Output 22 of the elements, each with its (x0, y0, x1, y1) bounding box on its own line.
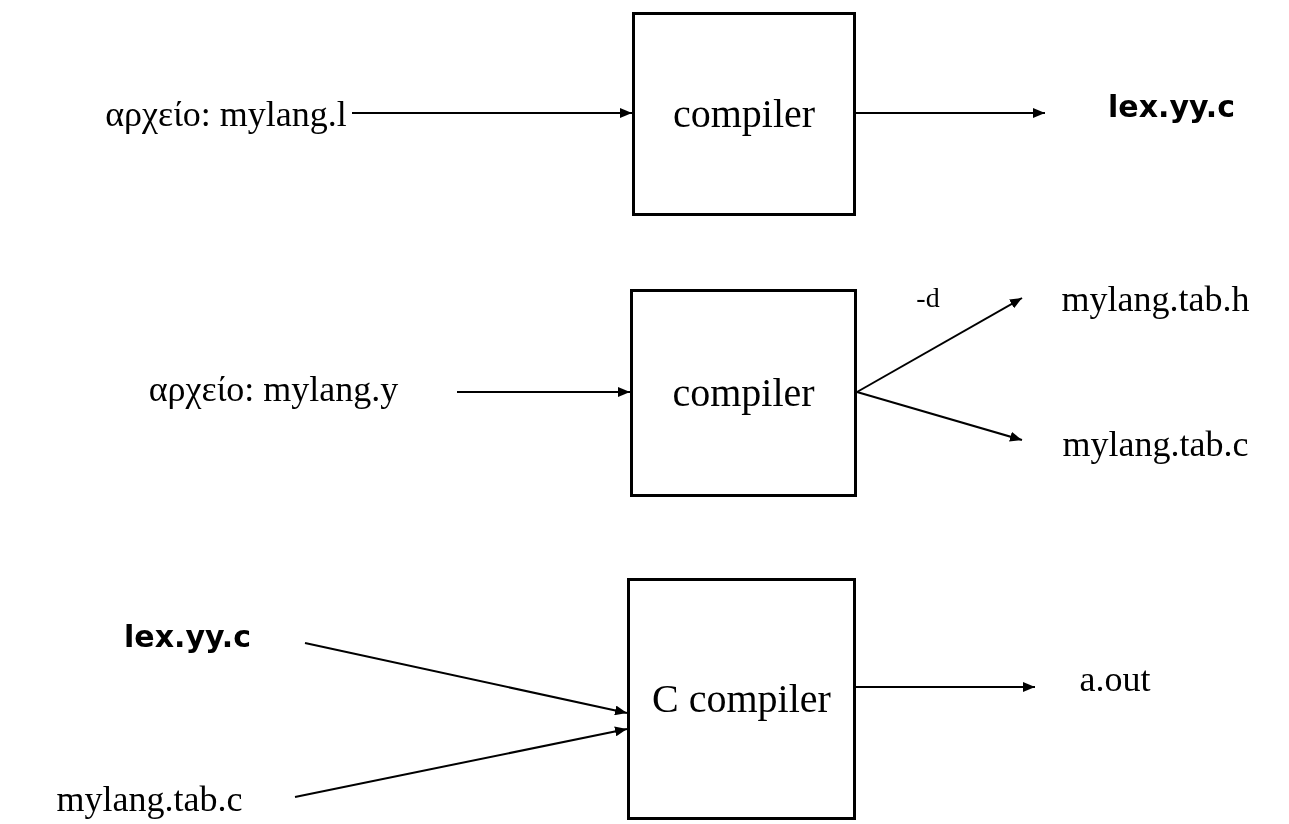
arrow (855, 108, 1046, 118)
file-label: lex.yy.c (1045, 80, 1235, 135)
process-box (632, 12, 856, 216)
arrow (294, 726, 628, 798)
file-label: αρχείο: mylang.l (100, 65, 352, 165)
box-label: C compiler (652, 676, 831, 722)
file-label: lex.yy.c (70, 612, 305, 662)
arrow (855, 682, 1036, 692)
file-label: a.out (1035, 655, 1195, 705)
box-label: compiler (672, 91, 816, 137)
file-label: mylang.tab.h (1022, 272, 1289, 328)
arrow (856, 297, 1023, 393)
arrow (304, 642, 628, 716)
process-box (630, 289, 857, 497)
process-box (627, 578, 856, 820)
arrow (856, 391, 1023, 442)
arrow (456, 387, 631, 397)
arrow (351, 108, 633, 118)
file-label: mylang.tab.c (4, 776, 295, 824)
file-label: αρχείο: mylang.y (90, 340, 457, 440)
box-label: compiler (672, 370, 815, 416)
file-label: mylang.tab.c (1022, 417, 1289, 473)
